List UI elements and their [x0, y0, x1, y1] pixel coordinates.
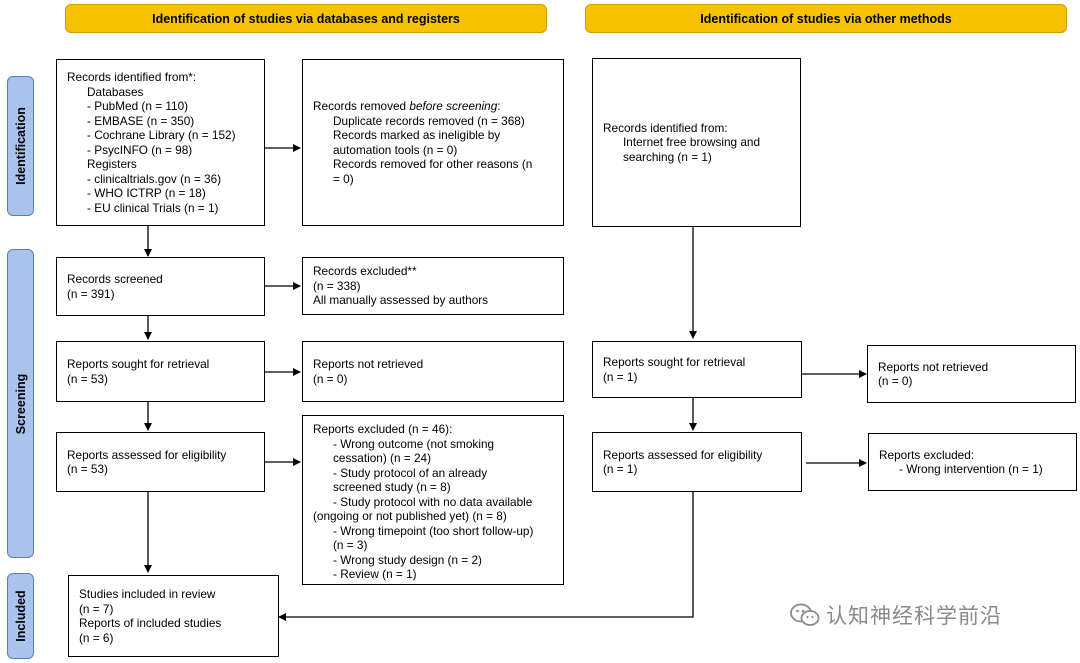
register-clinicaltrials: - clinicaltrials.gov (n = 36) [87, 171, 222, 186]
reports-excluded-line: - Wrong study design (n = 2) [333, 552, 482, 567]
other-sought-count: (n = 1) [603, 369, 638, 384]
other-assessed-box: Reports assessed for eligibility (n = 1) [592, 432, 802, 492]
other-sought-box: Reports sought for retrieval (n = 1) [592, 341, 802, 398]
records-screened-title: Records screened [67, 272, 163, 286]
wechat-icon [790, 603, 820, 626]
database-pubmed: - PubMed (n = 110) [87, 99, 189, 113]
reports-excluded-line: (n = 3) [333, 538, 368, 552]
watermark: 认知神经科学前沿 [790, 600, 1002, 630]
records-excluded-note: All manually assessed by authors [313, 293, 489, 308]
phase-screening: Screening [7, 249, 34, 558]
phase-included: Included [7, 573, 34, 659]
other-not-retrieved-box: Reports not retrieved (n = 0) [867, 345, 1076, 403]
other-excluded-title: Reports excluded: [879, 447, 975, 462]
records-identified-title: Records identified from*: [67, 70, 197, 84]
other-excluded-line: - Wrong intervention (n = 1) [899, 462, 1043, 476]
reports-excluded-line: - Study protocol with no data available [333, 494, 533, 509]
reports-excluded-title: Reports excluded (n = 46): [313, 422, 453, 436]
other-identified-line: Internet free browsing and [623, 135, 761, 150]
records-removed-line: Records removed for other reasons (n [333, 157, 533, 171]
header-databases: Identification of studies via databases … [65, 4, 547, 33]
studies-included-box: Studies included in review (n = 7) Repor… [68, 575, 279, 657]
records-removed-line: automation tools (n = 0) [333, 142, 458, 157]
records-screened-count: (n = 391) [67, 286, 115, 301]
other-not-retrieved-title: Reports not retrieved [878, 359, 989, 374]
reports-assessed-count: (n = 53) [67, 462, 108, 476]
records-excluded-title: Records excluded** [313, 264, 417, 279]
included-reports-title: Reports of included studies [79, 616, 222, 630]
reports-excluded-line: cessation) (n = 24) [333, 451, 432, 465]
header-other-methods: Identification of studies via other meth… [585, 4, 1067, 33]
studies-included-count: (n = 7) [79, 601, 114, 616]
reports-assessed-title: Reports assessed for eligibility [67, 447, 227, 462]
records-removed-line: Duplicate records removed (n = 368) [333, 113, 525, 128]
other-excluded-box: Reports excluded: - Wrong intervention (… [868, 433, 1077, 491]
reports-assessed-box: Reports assessed for eligibility (n = 53… [56, 432, 265, 492]
included-reports-count: (n = 6) [79, 630, 114, 645]
reports-sought-title: Reports sought for retrieval [67, 357, 210, 371]
other-assessed-count: (n = 1) [603, 462, 638, 476]
records-screened-box: Records screened (n = 391) [56, 257, 265, 316]
records-removed-box: Records removed before screening: Duplic… [302, 59, 564, 226]
reports-excluded-line: - Review (n = 1) [333, 567, 417, 581]
arrow-other-assessed-to-included [278, 492, 694, 621]
reports-excluded-line: screened study (n = 8) [333, 480, 451, 494]
database-cochrane: - Cochrane Library (n = 152) [87, 128, 236, 142]
database-embase: - EMBASE (n = 350) [87, 113, 195, 128]
register-who-ictrp: - WHO ICTRP (n = 18) [87, 186, 206, 200]
records-removed-line: Records marked as ineligible by [333, 128, 501, 142]
reports-excluded-line: - Wrong outcome (not smoking [333, 436, 495, 451]
records-removed-title: Records removed before screening: [313, 99, 501, 113]
databases-label: Databases [87, 84, 144, 99]
reports-excluded-box: Reports excluded (n = 46): - Wrong outco… [302, 415, 564, 585]
records-excluded-box: Records excluded** (n = 338) All manuall… [302, 257, 564, 315]
records-removed-line: = 0) [333, 171, 354, 186]
database-psycinfo: - PsycINFO (n = 98) [87, 142, 193, 157]
other-not-retrieved-count: (n = 0) [878, 374, 913, 388]
reports-sought-count: (n = 53) [67, 371, 108, 386]
phase-identification: Identification [7, 76, 34, 216]
other-sought-title: Reports sought for retrieval [603, 355, 746, 369]
reports-not-retrieved-box: Reports not retrieved (n = 0) [302, 341, 564, 402]
records-excluded-count: (n = 338) [313, 278, 361, 293]
registers-label: Registers [87, 157, 137, 171]
watermark-text: 认知神经科学前沿 [826, 605, 1002, 628]
records-identified-box: Records identified from*: Databases - Pu… [56, 59, 265, 226]
reports-not-retrieved-count: (n = 0) [313, 371, 348, 386]
reports-excluded-line: - Study protocol of an already [333, 465, 488, 480]
other-identified-box: Records identified from: Internet free b… [592, 58, 801, 227]
reports-excluded-line: (ongoing or not published yet) (n = 8) [313, 509, 507, 523]
reports-sought-box: Reports sought for retrieval (n = 53) [56, 341, 265, 402]
other-identified-line: searching (n = 1) [623, 149, 712, 164]
other-identified-title: Records identified from: [603, 120, 728, 135]
other-assessed-title: Reports assessed for eligibility [603, 447, 763, 462]
studies-included-title: Studies included in review [79, 587, 216, 601]
reports-excluded-line: - Wrong timepoint (too short follow-up) [333, 523, 534, 538]
reports-not-retrieved-title: Reports not retrieved [313, 357, 424, 371]
register-eu-trials: - EU clinical Trials (n = 1) [87, 200, 219, 215]
